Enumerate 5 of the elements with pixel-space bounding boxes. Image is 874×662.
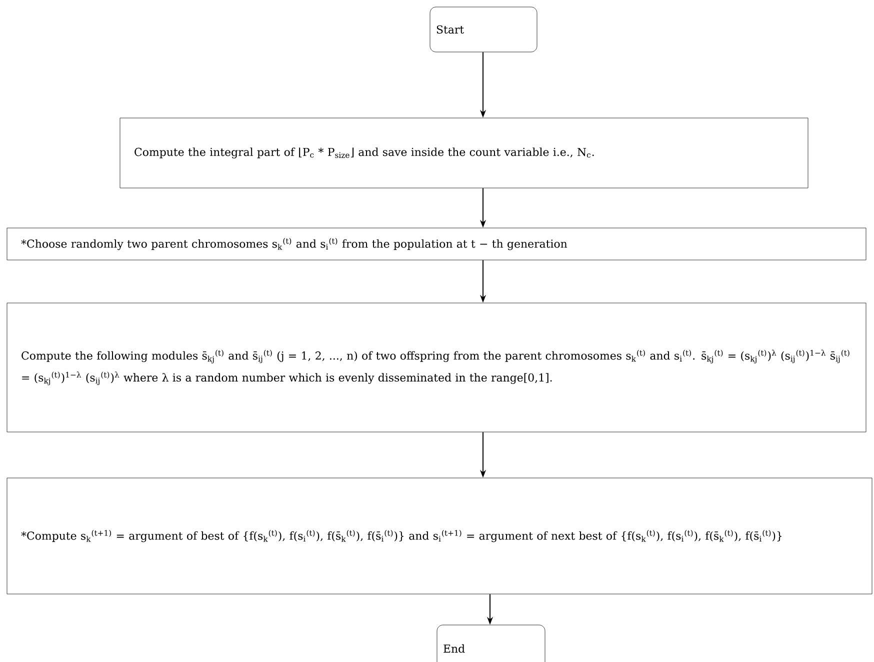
process-box: *Compute s$_{k}$$^{(t+1)}$ = argument of best of {f(s$_{k}$$^{(t)}$), f(s$_{i}$$^{(t)}$), f(s̄$_{k}$$^{(t)}$), f(s̄$_{i}$$^{(t)}$)} and s$_{i}$$^{(t+1)}$ = argument of next best of {f(s$_{k}$$^{(t)}$), f(s$_{i}$$^{(t)}$), f(s̄$_{k}$$^{(t)}$), f(s̄$_{i}$$^{(t)}$)} <box>6 478 872 594</box>
process-box: Compute the integral part of ⌊P$_{c}$ * P$_{size}$⌋ and save inside the count variable i.e., N$_{c}$. <box>120 118 808 188</box>
process-box: *Choose randomly two parent chromosomes s$_{k}$$^{(t)}$ and s$_{i}$$^{(t)}$ from the population at t − th generation <box>6 228 866 260</box>
terminal-box: End <box>436 624 546 662</box>
terminal-box: Start <box>430 6 538 52</box>
